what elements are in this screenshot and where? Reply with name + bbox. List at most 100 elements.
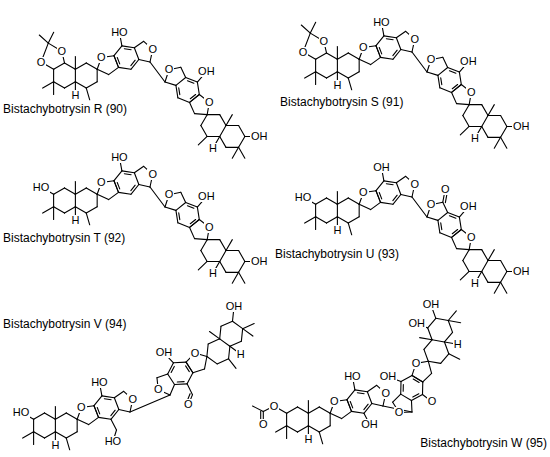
- bond: [452, 84, 457, 88]
- bond: [75, 63, 86, 69]
- bond: [469, 126, 482, 127]
- bond: [66, 413, 77, 419]
- bond: [179, 88, 180, 95]
- bond: [197, 82, 199, 94]
- bond: [131, 185, 135, 190]
- bond: [114, 398, 119, 410]
- bond: [230, 341, 241, 346]
- bond: [53, 194, 54, 207]
- bond: [403, 384, 404, 391]
- bond: [393, 195, 397, 200]
- bond: [221, 321, 232, 326]
- bond: [111, 419, 117, 430]
- bond: [43, 82, 54, 88]
- bond: [315, 204, 316, 217]
- bond: [359, 204, 370, 209]
- bond: [134, 48, 139, 60]
- bond: [97, 194, 108, 199]
- atom-label: O: [96, 52, 107, 63]
- bond: [379, 192, 381, 198]
- bond: [201, 115, 207, 126]
- bond: [186, 362, 193, 373]
- bond: [501, 137, 507, 148]
- atom-label: O: [466, 87, 477, 98]
- bond: [86, 88, 89, 100]
- atom-label: OH: [459, 56, 478, 67]
- bond: [494, 137, 500, 148]
- atom-label: O: [269, 401, 280, 412]
- bond: [190, 95, 200, 103]
- bond: [190, 227, 195, 238]
- bond: [348, 72, 359, 78]
- bond: [23, 432, 34, 438]
- bond: [443, 57, 448, 67]
- bond: [327, 53, 338, 59]
- atom-label: O: [153, 384, 164, 395]
- bond: [104, 399, 111, 400]
- bond: [376, 181, 384, 191]
- bond: [441, 354, 449, 364]
- bond: [122, 171, 134, 173]
- bond: [220, 261, 226, 272]
- bond: [239, 261, 245, 272]
- bond: [131, 59, 139, 69]
- bond: [463, 116, 469, 127]
- bond: [494, 282, 500, 293]
- bond: [66, 438, 69, 450]
- bond: [201, 126, 207, 137]
- bond: [220, 115, 226, 126]
- bond: [488, 105, 494, 116]
- compound-name: Bistachybotrysin V (94): [3, 318, 126, 332]
- bond: [316, 72, 327, 78]
- atom-label: O: [426, 199, 437, 210]
- bond: [190, 102, 195, 113]
- bond: [427, 217, 438, 220]
- bond: [220, 126, 226, 137]
- bond: [117, 57, 119, 63]
- bond: [319, 426, 330, 432]
- bond: [350, 401, 352, 407]
- bond: [396, 176, 405, 182]
- bond: [381, 57, 393, 59]
- bond: [220, 339, 230, 346]
- atom-label: HO: [110, 152, 129, 163]
- bond: [86, 188, 97, 194]
- bond: [316, 198, 327, 204]
- bond: [34, 432, 45, 438]
- bond: [316, 217, 327, 223]
- bond: [131, 60, 135, 65]
- atom-label: O: [358, 42, 369, 53]
- bond: [501, 271, 507, 282]
- bond: [428, 361, 431, 373]
- bond: [186, 362, 193, 373]
- bond: [488, 115, 501, 116]
- bond: [357, 393, 364, 394]
- bond: [308, 413, 309, 426]
- atom-label: H: [332, 225, 342, 236]
- atom-label: O: [96, 177, 107, 188]
- atom-label: OH: [250, 131, 269, 142]
- bond: [190, 219, 195, 223]
- bond: [444, 332, 452, 342]
- atom-label: H: [70, 215, 80, 226]
- bond: [424, 349, 428, 361]
- bond: [75, 69, 76, 82]
- bond: [53, 207, 54, 220]
- bond: [372, 403, 383, 406]
- bond: [424, 340, 432, 350]
- bond: [207, 261, 220, 262]
- bond: [75, 182, 76, 195]
- bond: [422, 382, 423, 395]
- bond: [176, 85, 178, 97]
- bond: [384, 181, 396, 183]
- atom-label: OH: [225, 301, 244, 312]
- bond: [308, 401, 309, 414]
- bond: [337, 59, 338, 72]
- bond: [441, 78, 442, 85]
- bond: [97, 69, 98, 82]
- bond: [482, 126, 488, 137]
- atom-label: OH: [360, 419, 379, 430]
- bond: [315, 59, 316, 72]
- bond: [393, 194, 401, 204]
- bond: [448, 321, 460, 323]
